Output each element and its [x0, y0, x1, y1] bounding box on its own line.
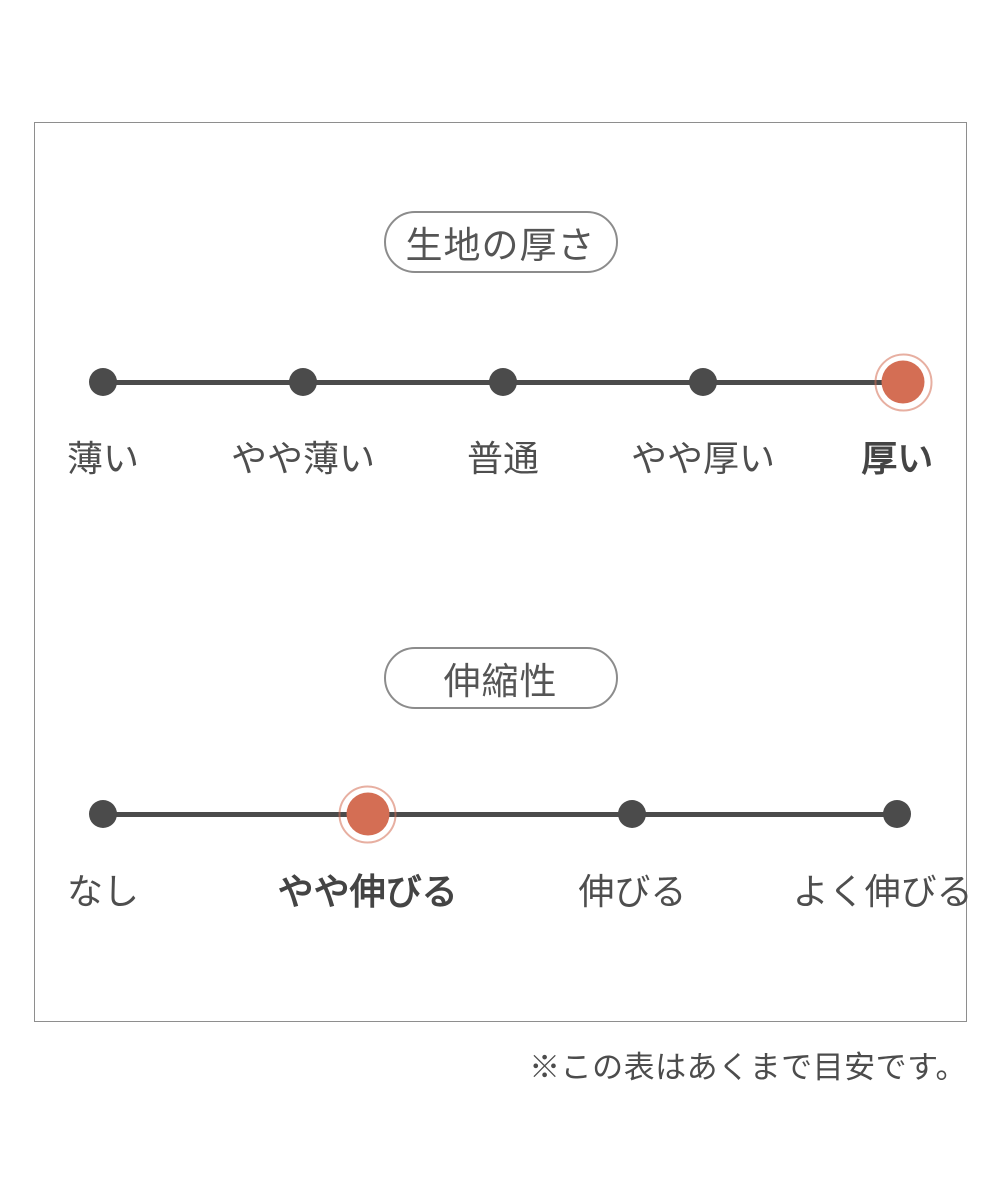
- scale-label: やや薄い: [230, 438, 376, 479]
- scale-dot: [89, 800, 117, 828]
- selected-dot: [874, 353, 932, 411]
- scale-dot: [689, 368, 717, 396]
- chart-border-box: 生地の厚さ 薄い やや薄い 普通 やや厚い 厚い 伸縮性 なし やや伸びる 伸びる よく伸びる: [34, 122, 973, 1022]
- scale-dot: [883, 800, 911, 828]
- scale-label: やや厚い: [630, 438, 776, 479]
- scale-title: 生地の厚さ: [405, 225, 596, 266]
- scale-thickness: 生地の厚さ 薄い やや薄い 普通 やや厚い 厚い: [35, 123, 966, 478]
- scale-title-pill: 生地の厚さ: [383, 211, 618, 273]
- scale-label: 普通: [466, 438, 540, 479]
- scale-dot: [618, 800, 647, 828]
- scale-dot: [489, 368, 517, 396]
- scale-labels: なし やや伸びる 伸びる よく伸びる: [67, 871, 973, 916]
- scale-label: 伸びる: [578, 871, 687, 912]
- scale-dot: [89, 368, 117, 396]
- scale-label: やや伸びる: [277, 871, 458, 912]
- scale-label: なし: [66, 871, 140, 912]
- selected-dot-ring: [338, 785, 397, 843]
- scale-labels: 薄い やや薄い 普通 やや厚い 厚い: [67, 438, 933, 483]
- scale-stretch: 伸縮性 なし やや伸びる 伸びる よく伸びる: [35, 123, 973, 911]
- scale-line: [103, 811, 897, 817]
- scale-label: 薄い: [66, 438, 140, 479]
- scale-title: 伸縮性: [443, 661, 558, 702]
- scale-title-pill: 伸縮性: [383, 647, 618, 709]
- scale-dot: [289, 368, 317, 396]
- scale-label: 厚い: [861, 438, 934, 479]
- scale-label: よく伸びる: [792, 871, 973, 912]
- selected-dot: [338, 785, 397, 843]
- selected-dot-ring: [874, 353, 932, 411]
- footnote: ※この表はあくまで目安です。: [529, 1050, 967, 1085]
